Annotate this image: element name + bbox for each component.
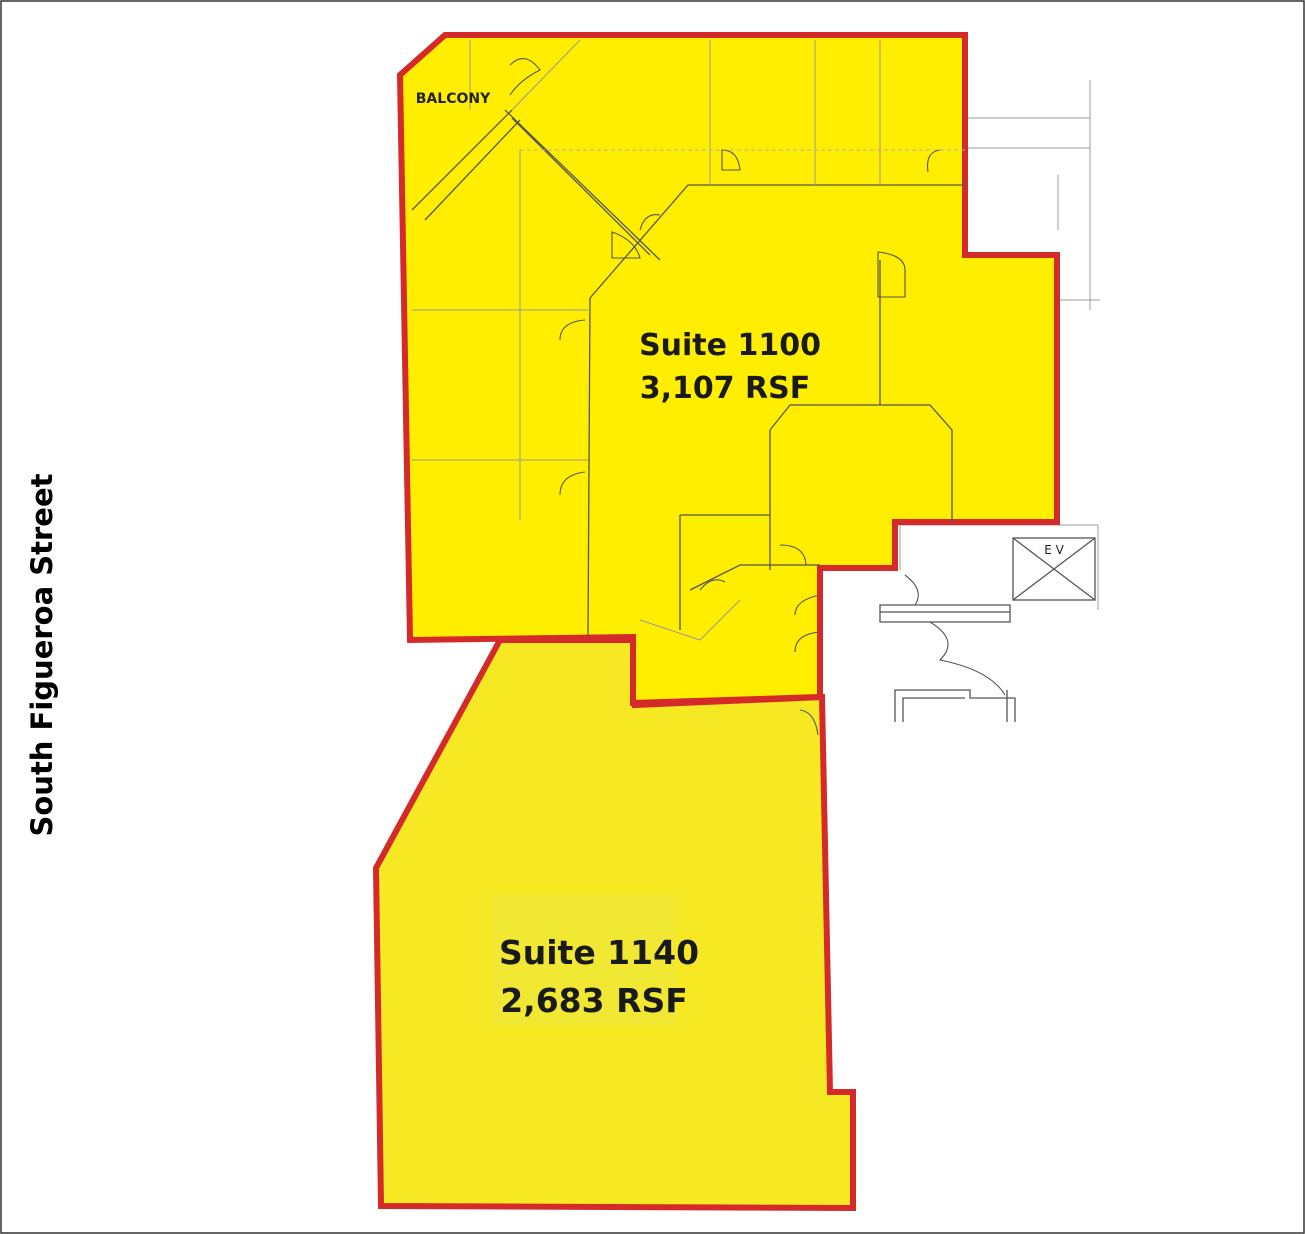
suite-1100-walls xyxy=(411,39,965,653)
suite-1100-area-label: 3,107 RSF xyxy=(640,371,811,406)
suite-1140: Suite 1140 2,683 RSF xyxy=(372,637,856,1212)
balcony-label: BALCONY xyxy=(416,91,491,107)
suite-1100-area xyxy=(396,32,1060,707)
suite-1140-label-panel xyxy=(492,895,677,1025)
street-label: South Figueroa Street xyxy=(25,473,59,836)
suite-1140-area-label: 2,683 RSF xyxy=(500,981,688,1020)
building-core: E V xyxy=(879,80,1100,722)
suite-1100-name: Suite 1100 xyxy=(639,328,821,363)
elevator-label: E V xyxy=(1044,543,1064,557)
suite-1100: BALCONY Suite 1100 3,107 RSF xyxy=(396,32,1060,707)
suite-1140-name: Suite 1140 xyxy=(499,933,699,972)
